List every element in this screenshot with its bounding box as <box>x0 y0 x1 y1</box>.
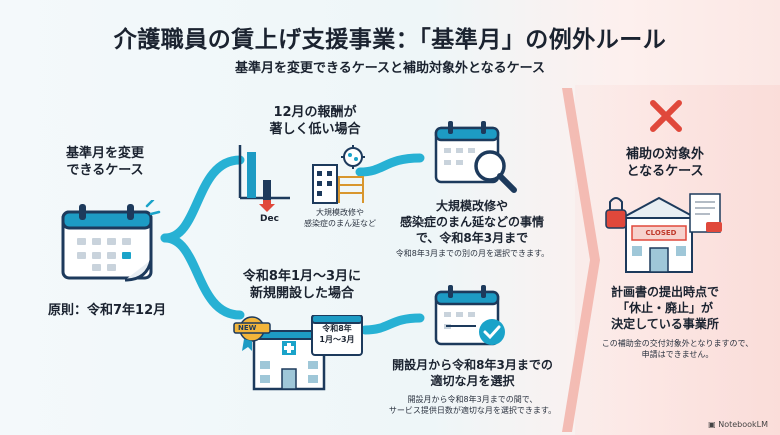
upper-heading-line1: 12月の報酬が <box>273 105 357 120</box>
lower-heading-line1: 令和8年1月～3月に <box>242 269 362 284</box>
upper-heading-line2: 著しく低い場合 <box>269 122 361 137</box>
lower-result-note-line1: 開設月から令和8年3月までの間で、 <box>407 395 538 404</box>
lower-result-line1: 開設月から令和8年3月までの <box>392 358 553 372</box>
upper-result-line3: で、令和8年3月まで <box>415 231 529 245</box>
left-heading-line2: できるケース <box>66 163 144 178</box>
calendar-icon <box>61 200 161 282</box>
calendar-search-icon <box>434 121 517 193</box>
right-result: 計画書の提出時点で 「休止・廃止」が 決定している事業所 <box>600 284 730 332</box>
right-note: この補助金の交付対象外となりますので、 申請はできません。 <box>590 338 765 360</box>
lower-result-note-line2: サービス提供日数が適切な月を選択できます。 <box>388 406 557 415</box>
revenue-drop-chart-icon <box>238 145 290 212</box>
illustration-caption-line1: 大規模改修や <box>316 208 364 217</box>
lower-heading-line2: 新規開設した場合 <box>249 286 354 301</box>
lower-result-line2: 適切な月を選択 <box>430 374 515 388</box>
upper-result: 大規模改修や 感染症のまん延などの事情 で、令和8年3月まで <box>392 198 552 246</box>
cross-icon <box>650 100 682 132</box>
lower-heading: 令和8年1月～3月に 新規開設した場合 <box>232 268 372 302</box>
notebook-icon: ▣ <box>708 420 719 429</box>
right-result-line1: 計画書の提出時点で <box>610 285 719 299</box>
right-heading-line1: 補助の対象外 <box>625 147 704 162</box>
closed-facility-icon <box>605 193 722 273</box>
new-facility-icon <box>233 315 363 391</box>
principle-label: 原則：令和7年12月 <box>48 303 167 318</box>
left-heading-line1: 基準月を変更 <box>65 146 144 161</box>
right-result-line3: 決定している事業所 <box>611 317 719 331</box>
footer-brand-label: NotebookLM <box>718 420 768 429</box>
right-heading: 補助の対象外 となるケース <box>610 146 720 180</box>
calendar-range-line2: 1月～3月 <box>319 335 355 344</box>
chart-dec-label: Dec <box>260 214 279 224</box>
right-heading-line2: となるケース <box>626 164 704 179</box>
new-badge: NEW <box>238 324 257 332</box>
calendar-range-label: 令和8年 1月～3月 <box>312 323 362 345</box>
lower-result-note: 開設月から令和8年3月までの間で、 サービス提供日数が適切な月を選択できます。 <box>385 394 560 416</box>
upper-heading: 12月の報酬が 著しく低い場合 <box>255 104 375 138</box>
calendar-check-icon <box>434 285 505 346</box>
right-result-line2: 「休止・廃止」が <box>616 301 713 315</box>
left-heading: 基準月を変更 できるケース <box>45 145 165 179</box>
page-title: 介護職員の賃上げ支援事業：「基準月」の例外ルール <box>113 27 667 53</box>
lower-result: 開設月から令和8年3月までの 適切な月を選択 <box>385 357 560 389</box>
right-note-line1: この補助金の交付対象外となりますので、 <box>601 339 754 348</box>
upper-result-line1: 大規模改修や <box>435 199 508 213</box>
upper-result-note: 令和8年3月までの別の月を選択できます。 <box>395 249 550 258</box>
illustration-caption-line2: 感染症のまん延など <box>304 219 376 228</box>
page-subtitle: 基準月を変更できるケースと補助対象外となるケース <box>234 61 546 76</box>
closed-sign: CLOSED <box>645 229 677 237</box>
illustration-caption: 大規模改修や 感染症のまん延など <box>300 207 380 229</box>
upper-result-line2: 感染症のまん延などの事情 <box>399 215 544 229</box>
right-note-line2: 申請はできません。 <box>641 350 714 359</box>
footer-brand: ▣ NotebookLM <box>708 420 768 429</box>
building-virus-icon <box>312 145 365 204</box>
calendar-range-line1: 令和8年 <box>322 324 352 333</box>
